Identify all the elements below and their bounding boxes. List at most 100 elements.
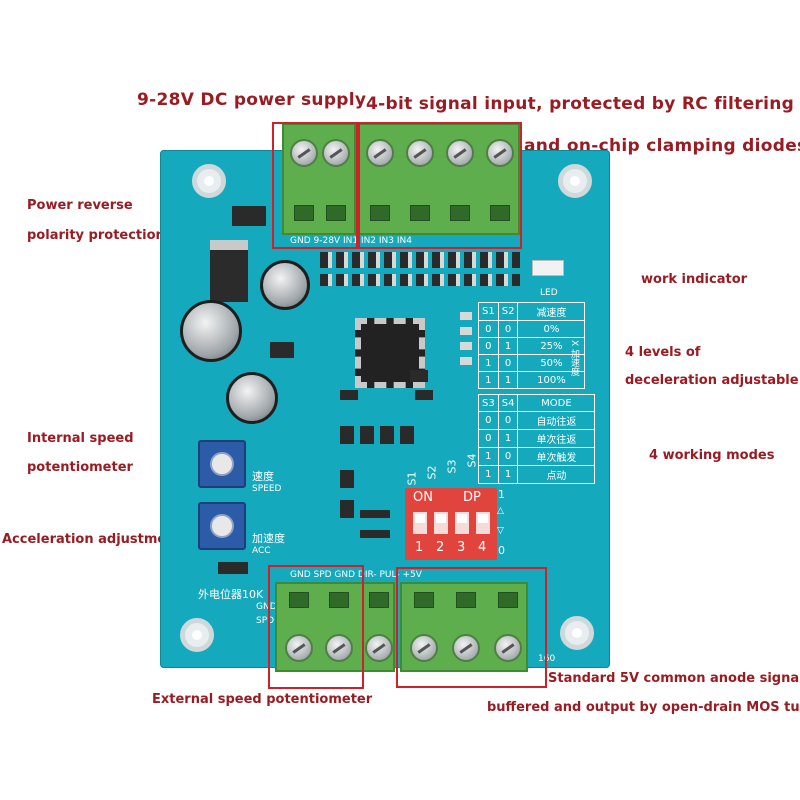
terminal-screw[interactable] [446,139,474,167]
smd-transistor-1 [340,426,354,444]
callout-internal-speed-1: Internal speed [27,431,134,446]
terminal-screw[interactable] [325,634,353,662]
smd-part-4 [340,500,354,518]
terminal-output [400,582,528,672]
smd-part-5 [360,510,390,518]
mount-hole-top-right [558,164,592,198]
dip-switch-1[interactable] [413,512,427,534]
callout-internal-speed-2: potentiometer [27,460,133,475]
dip-dp-label: DP [463,490,481,505]
dip-number-4: 4 [478,540,487,555]
table-row: 0 1 单次往返 [478,429,596,448]
dip-side-bottom: 0 [498,544,505,557]
terminal-slot [370,205,390,221]
terminal-slot [329,592,349,608]
table-cell: 0 [497,447,519,466]
smd-part-9 [218,562,248,574]
dip-side-top: 1 [498,488,505,501]
terminal-slot [294,205,314,221]
dip-arrow-down-icon: ▽ [497,526,504,536]
table-cell: 1 [478,465,499,484]
ext-pot-pin-gnd: GND [256,602,277,612]
terminal-screw[interactable] [366,139,394,167]
table-row: 1 1 点动 [478,465,596,484]
callout-reverse-1: Power reverse [27,198,133,213]
table-cell: 1 [497,465,519,484]
voltage-regulator [210,240,248,302]
callout-accel-adjust: Acceleration adjustment [2,532,182,547]
terminal-inputs [358,123,520,235]
callout-external-speed: External speed potentiometer [152,692,373,707]
ext-pot-label: 外电位器10K [198,588,264,601]
ext-pot-pin-spd: SPD [256,616,275,626]
table-cell: 0 [497,320,519,338]
dip-number-1: 1 [415,540,424,555]
table-cell: 0 [497,411,519,430]
speed-potentiometer[interactable] [198,440,246,488]
mode-table: S3 S4 MODE 0 0 自动往返 0 1 单次往返 1 0 单次触发 1 … [478,394,596,484]
decel-side-label: X 加速度 [569,340,579,377]
dip-arrow-up-icon: △ [497,506,504,516]
dip-on-label: ON [413,490,433,505]
callout-work-indicator: work indicator [641,272,748,287]
top-terminal-label: GND 9-28V IN1 IN2 IN3 IN4 [290,236,412,246]
work-indicator-led [532,260,564,276]
decel-header-s2: S2 [497,302,519,321]
callout-decel-1: 4 levels of [625,345,701,360]
capacitor-top [260,260,310,310]
acc-potentiometer[interactable] [198,502,246,550]
terminal-power [282,123,356,235]
decel-header-s1: S1 [478,302,499,321]
callout-signal-input-1: 4-bit signal input, protected by RC filt… [366,94,795,114]
terminal-slot [498,592,518,608]
highlight-ext-pot-terminal [268,565,364,689]
terminal-screw[interactable] [285,634,313,662]
table-cell: 自动往返 [517,411,596,430]
acc-pot-label: 加速度 [252,532,285,545]
terminal-screw[interactable] [290,139,318,167]
table-cell: 单次往返 [517,429,596,448]
terminal-screw[interactable] [410,634,438,662]
terminal-screw[interactable] [406,139,434,167]
mount-hole-bottom-right [560,616,594,650]
mode-header-mode: MODE [517,394,596,412]
table-cell: 单次触发 [517,447,596,466]
terminal-screw[interactable] [452,634,480,662]
mode-header-s4: S4 [497,394,519,412]
callout-output-1: Standard 5V common anode signal is [548,671,800,686]
terminal-screw[interactable] [486,139,514,167]
dip-label-s2: S2 [425,465,439,480]
terminal-screw[interactable] [494,634,522,662]
terminal-slot [369,592,389,608]
dip-switch[interactable]: ON DP 1 2 3 4 [405,488,497,560]
terminal-screw[interactable] [365,634,393,662]
table-cell: 100% [517,371,586,389]
table-row: 1 0 单次触发 [478,447,596,466]
dip-label-s3: S3 [445,459,459,474]
dip-switch-3[interactable] [455,512,469,534]
dip-label-s4: S4 [465,453,479,468]
capacitor-large [180,300,242,362]
table-cell: 1 [497,337,519,355]
terminal-slot [414,592,434,608]
highlight-power-terminal [272,122,358,249]
protection-diode [232,206,266,226]
smd-part-3 [340,470,354,488]
dip-switch-4[interactable] [476,512,490,534]
terminal-screw[interactable] [322,139,350,167]
callout-decel-2: deceleration adjustable [625,373,799,388]
table-cell: 0 [478,411,499,430]
table-cell: 0% [517,320,586,338]
table-row: 1 0 50% [478,354,586,372]
speed-pot-label: 速度 [252,470,274,483]
decel-table: S1 S2 减速度 0 0 0% 0 1 25% 1 0 50% 1 1 100… [478,302,586,389]
dip-number-2: 2 [436,540,445,555]
table-cell: 1 [478,371,499,389]
table-cell: 点动 [517,465,596,484]
terminal-ext-pot [275,582,395,672]
dip-number-3: 3 [457,540,466,555]
table-cell: 0 [478,320,499,338]
dip-switch-2[interactable] [434,512,448,534]
smd-transistor-4 [400,426,414,444]
bottom-terminal-label: GND SPD GND DIR- PUL- +5V [290,570,422,580]
